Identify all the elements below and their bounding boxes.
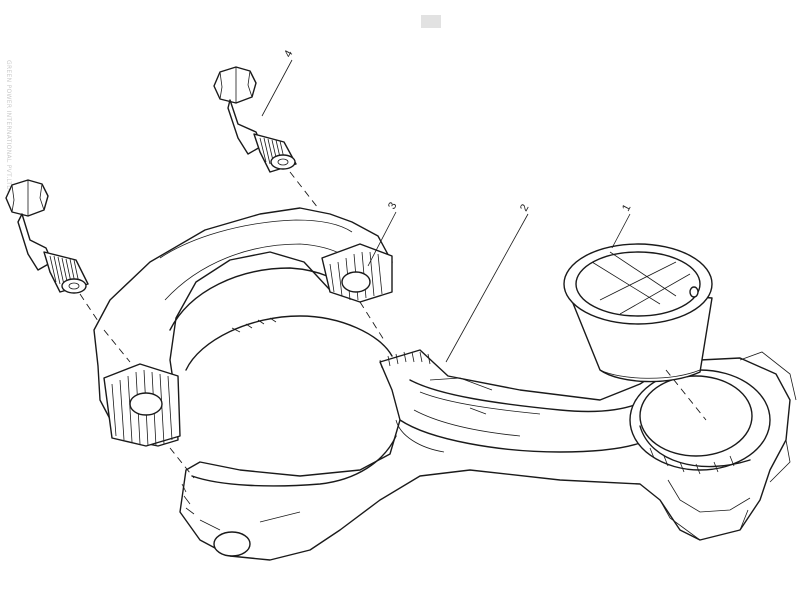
callout-2: 2 — [445, 202, 532, 363]
bolt-left — [5, 179, 89, 294]
small-end-bushing — [563, 243, 713, 383]
callout-3-label: 3 — [386, 200, 399, 211]
callout-4: 4 — [261, 48, 296, 117]
watermark-text: GREEN POWER INTERNATIONAL PVT.LTD. — [5, 60, 12, 193]
connecting-rod — [179, 349, 797, 561]
callout-1-label: 1 — [620, 202, 633, 213]
rod-cap — [93, 207, 393, 447]
rod-left-axis — [169, 447, 195, 479]
cap-left-axis — [103, 329, 131, 363]
page-marker — [421, 15, 441, 28]
callout-4-label: 4 — [282, 48, 295, 59]
callout-2-label: 2 — [518, 202, 531, 213]
bolt-right — [213, 66, 297, 173]
callout-3: 3 — [367, 200, 400, 267]
bolt-right-axis — [289, 171, 319, 209]
bushing-axis — [665, 369, 707, 421]
callout-1: 1 — [611, 202, 634, 249]
cap-right-axis — [359, 301, 385, 341]
